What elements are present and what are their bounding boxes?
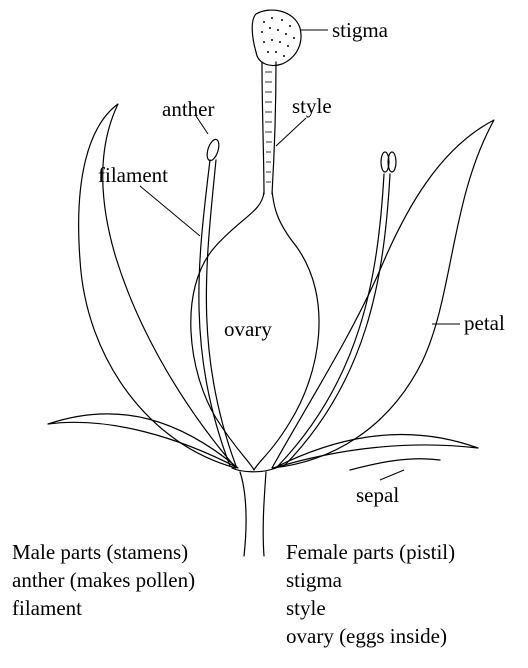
female-part-item: ovary (eggs inside) bbox=[286, 622, 455, 650]
ovary-label: ovary bbox=[224, 317, 272, 341]
left-anther bbox=[205, 138, 221, 162]
stigma-texture bbox=[261, 17, 295, 57]
left-sepal bbox=[48, 414, 238, 468]
male-part-item: anther (makes pollen) bbox=[12, 566, 195, 594]
petal-label: petal bbox=[464, 311, 505, 335]
sepal-leader bbox=[380, 470, 404, 480]
style-texture bbox=[265, 72, 272, 182]
left-filament bbox=[199, 160, 230, 466]
style-leader bbox=[276, 118, 306, 146]
male-part-item: filament bbox=[12, 594, 195, 622]
right-petal bbox=[272, 120, 494, 468]
stigma-label: stigma bbox=[332, 18, 389, 42]
anther-label: anther bbox=[162, 97, 214, 121]
right-filament-inner bbox=[284, 174, 390, 466]
male-parts-legend: Male parts (stamens) anther (makes polle… bbox=[12, 538, 195, 622]
female-part-item: style bbox=[286, 594, 455, 622]
female-parts-title: Female parts (pistil) bbox=[286, 538, 455, 566]
female-part-item: stigma bbox=[286, 566, 455, 594]
stem-right bbox=[263, 472, 266, 556]
lower-sepal bbox=[350, 459, 440, 470]
left-filament-inner bbox=[206, 160, 236, 466]
right-sepal bbox=[274, 435, 478, 468]
stem bbox=[240, 472, 246, 556]
style-shape bbox=[262, 62, 264, 194]
female-parts-legend: Female parts (pistil) stigma style ovary… bbox=[286, 538, 455, 650]
filament-leader bbox=[140, 186, 200, 236]
male-parts-title: Male parts (stamens) bbox=[12, 538, 195, 566]
style-label: style bbox=[292, 94, 332, 118]
filament-label: filament bbox=[98, 163, 168, 187]
style-shape-right bbox=[272, 62, 276, 194]
sepal-label: sepal bbox=[356, 483, 399, 507]
